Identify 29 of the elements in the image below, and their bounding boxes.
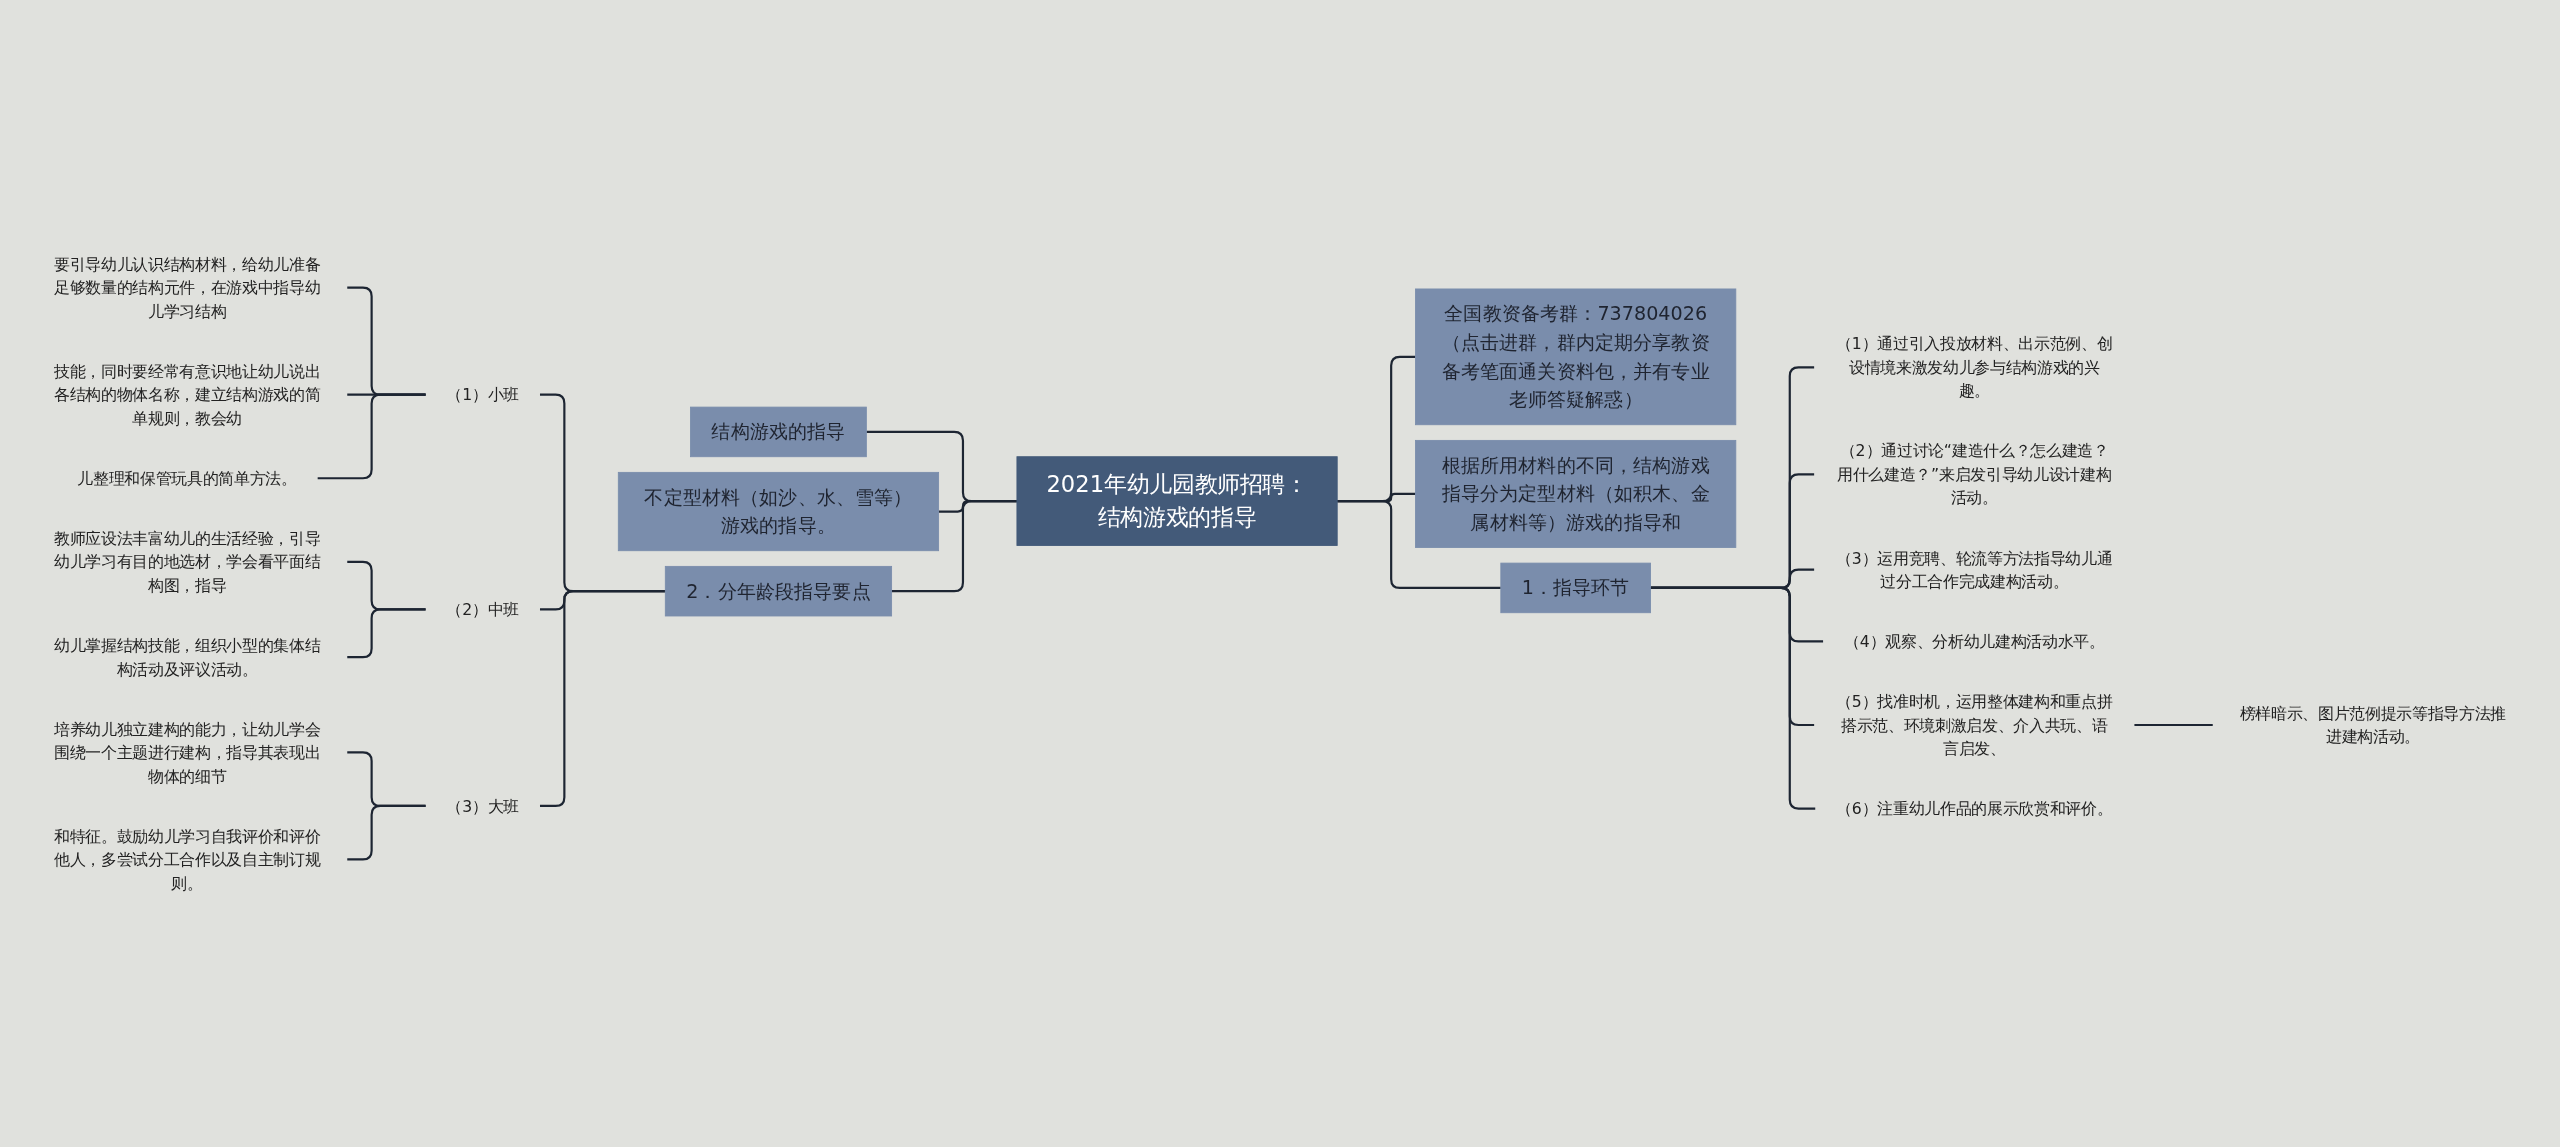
node-box: 全国教资备考群：737804026（点击进群，群内定期分享教资备考笔面通关资料包，并有专业老师答疑解惑） bbox=[1415, 288, 1737, 426]
node-box: 根据所用材料的不同，结构游戏指导分为定型材料（如积木、金属材料等）游戏的指导和 bbox=[1415, 439, 1737, 548]
node-text: （6）注重幼儿作品的展示欣赏和评价。 bbox=[1836, 799, 2113, 818]
node-box: 2021年幼儿园教师招聘：结构游戏的指导 bbox=[1016, 456, 1338, 546]
node-text: （3）运用竞聘、轮流等方法指导幼儿通过分工合作完成建构活动。 bbox=[1836, 548, 2113, 591]
node-text: 教师应设法丰富幼儿的生活经验，引导幼儿学习有目的地选材，学会看平面结构图，指导 bbox=[53, 529, 321, 595]
node-text: 培养幼儿独立建构的能力，让幼儿学会围绕一个主题进行建构，指导其表现出物体的细节 bbox=[53, 719, 321, 785]
node-text: （1）小班 bbox=[446, 385, 520, 404]
node-text: （5）找准时机，运用整体建构和重点拼搭示范、环境刺激启发、介入共玩、语言启发、 bbox=[1836, 692, 2113, 758]
node-box: 2．分年龄段指导要点 bbox=[664, 565, 893, 617]
node-text: （2）通过讨论“建造什么？怎么建造？用什么建造？”来启发引导幼儿设计建构活动。 bbox=[1837, 441, 2112, 507]
node-text: （1）通过引入投放材料、出示范例、创设情境来激发幼儿参与结构游戏的兴趣。 bbox=[1836, 334, 2113, 400]
node-box: 结构游戏的指导 bbox=[690, 406, 867, 458]
node-text: （2）中班 bbox=[446, 600, 520, 619]
node-text: （3）大班 bbox=[446, 796, 520, 816]
node-text: 和特征。鼓励幼儿学习自我评价和评价他人，多尝试分工合作以及自主制订规则。 bbox=[53, 826, 321, 893]
node-box: 1．指导环节 bbox=[1500, 562, 1651, 614]
node-text: 要引导幼儿认识结构材料，给幼儿准备足够数量的结构元件，在游戏中指导幼儿学习结构 bbox=[53, 254, 321, 321]
connector bbox=[891, 499, 1017, 593]
node-text: 榜样暗示、图片范例提示等指导方法推进建构活动。 bbox=[2239, 704, 2507, 746]
node-box: 不定型材料（如沙、水、雪等）游戏的指导。 bbox=[617, 471, 940, 552]
node-text: （4）观察、分析幼儿建构活动水平。 bbox=[1843, 632, 2105, 651]
node-text: 儿整理和保管玩具的简单方法。 bbox=[77, 469, 297, 488]
connector bbox=[2134, 723, 2213, 726]
connector bbox=[347, 608, 426, 659]
node-text: 技能，同时要经常有意识地让幼儿说出各结构的物体名称，建立结构游戏的简单规则，教会幼 bbox=[53, 362, 321, 428]
node-text: 幼儿掌握结构技能，组织小型的集体结构活动及评议活动。 bbox=[53, 636, 321, 678]
connector bbox=[1337, 499, 1501, 589]
connector bbox=[317, 393, 426, 480]
